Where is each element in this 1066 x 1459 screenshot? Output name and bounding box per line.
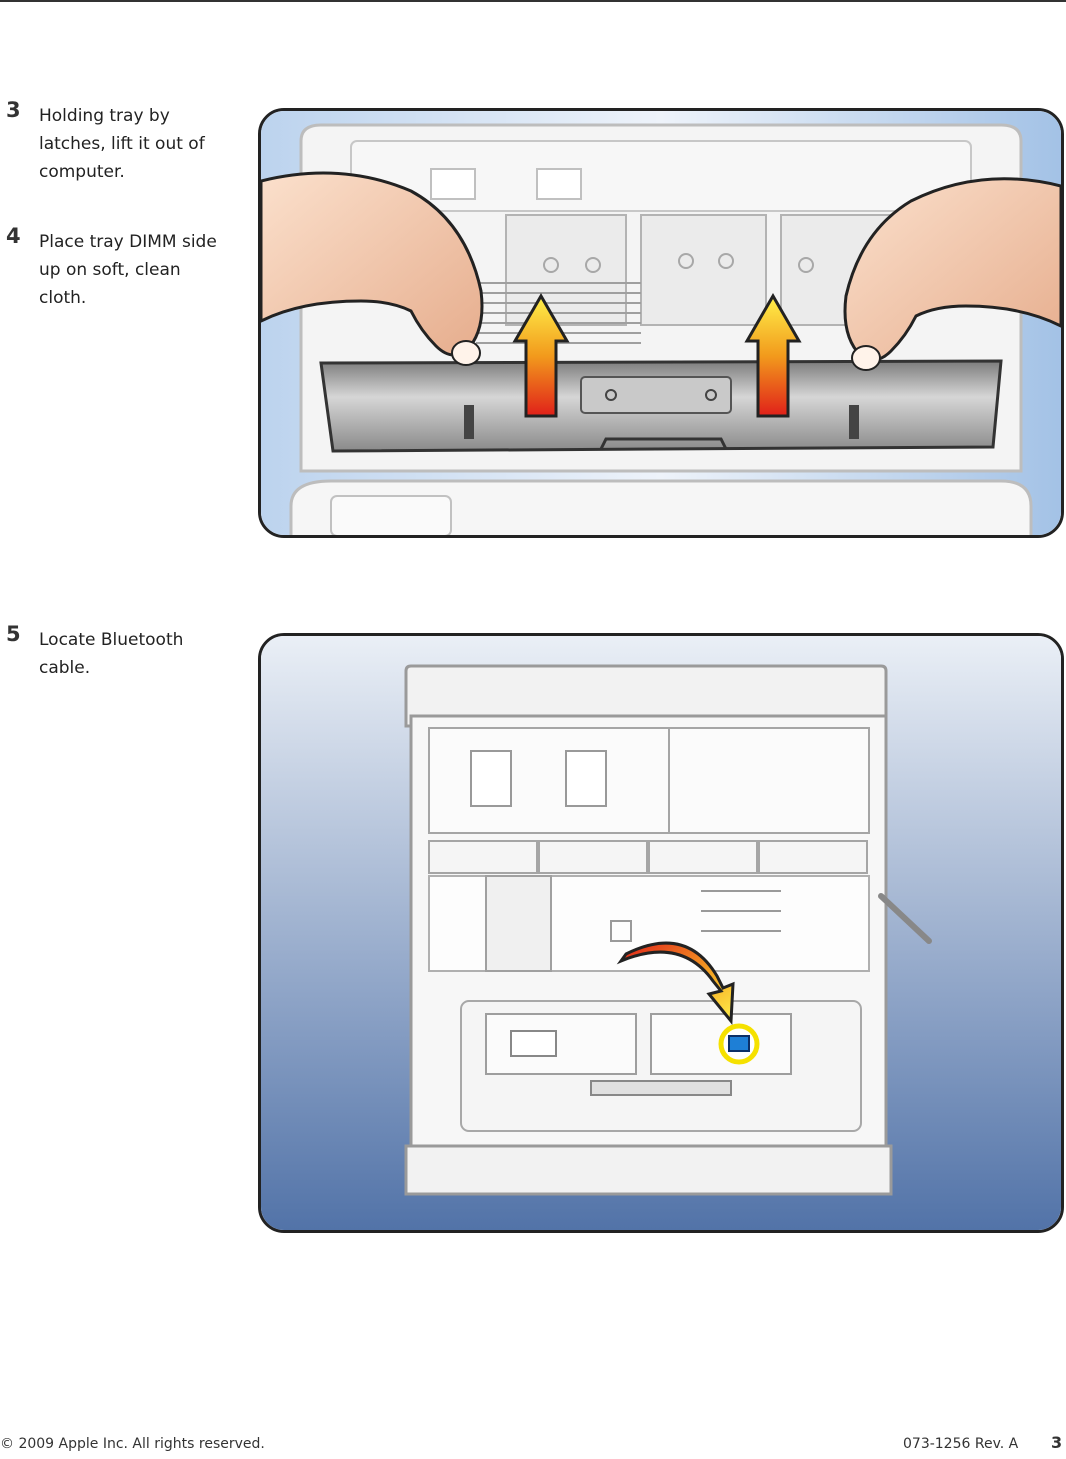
document-revision: 073-1256 Rev. A [903, 1436, 1019, 1452]
copyright: © 2009 Apple Inc. All rights reserved. [0, 1436, 265, 1452]
lift-tray-illustration [261, 111, 1061, 535]
figure-locate-bluetooth [258, 633, 1064, 1233]
up-arrow-icon [512, 293, 570, 418]
step-text: Holding tray by latches, lift it out of … [39, 106, 205, 182]
bluetooth-connector-icon [728, 1035, 750, 1052]
page-number: 3 [1051, 1433, 1063, 1452]
step-number: 4 [6, 224, 21, 248]
bluetooth-location-illustration [261, 636, 1061, 1230]
figure-lift-tray [258, 108, 1064, 538]
step-number: 5 [6, 622, 21, 646]
step-text: Locate Bluetooth cable. [39, 630, 184, 678]
up-arrow-icon [744, 293, 802, 418]
curved-arrow-icon [616, 941, 735, 1025]
step-text: Place tray DIMM side up on soft, clean c… [39, 232, 217, 308]
step-number: 3 [6, 98, 21, 122]
top-rule [0, 0, 1066, 2]
